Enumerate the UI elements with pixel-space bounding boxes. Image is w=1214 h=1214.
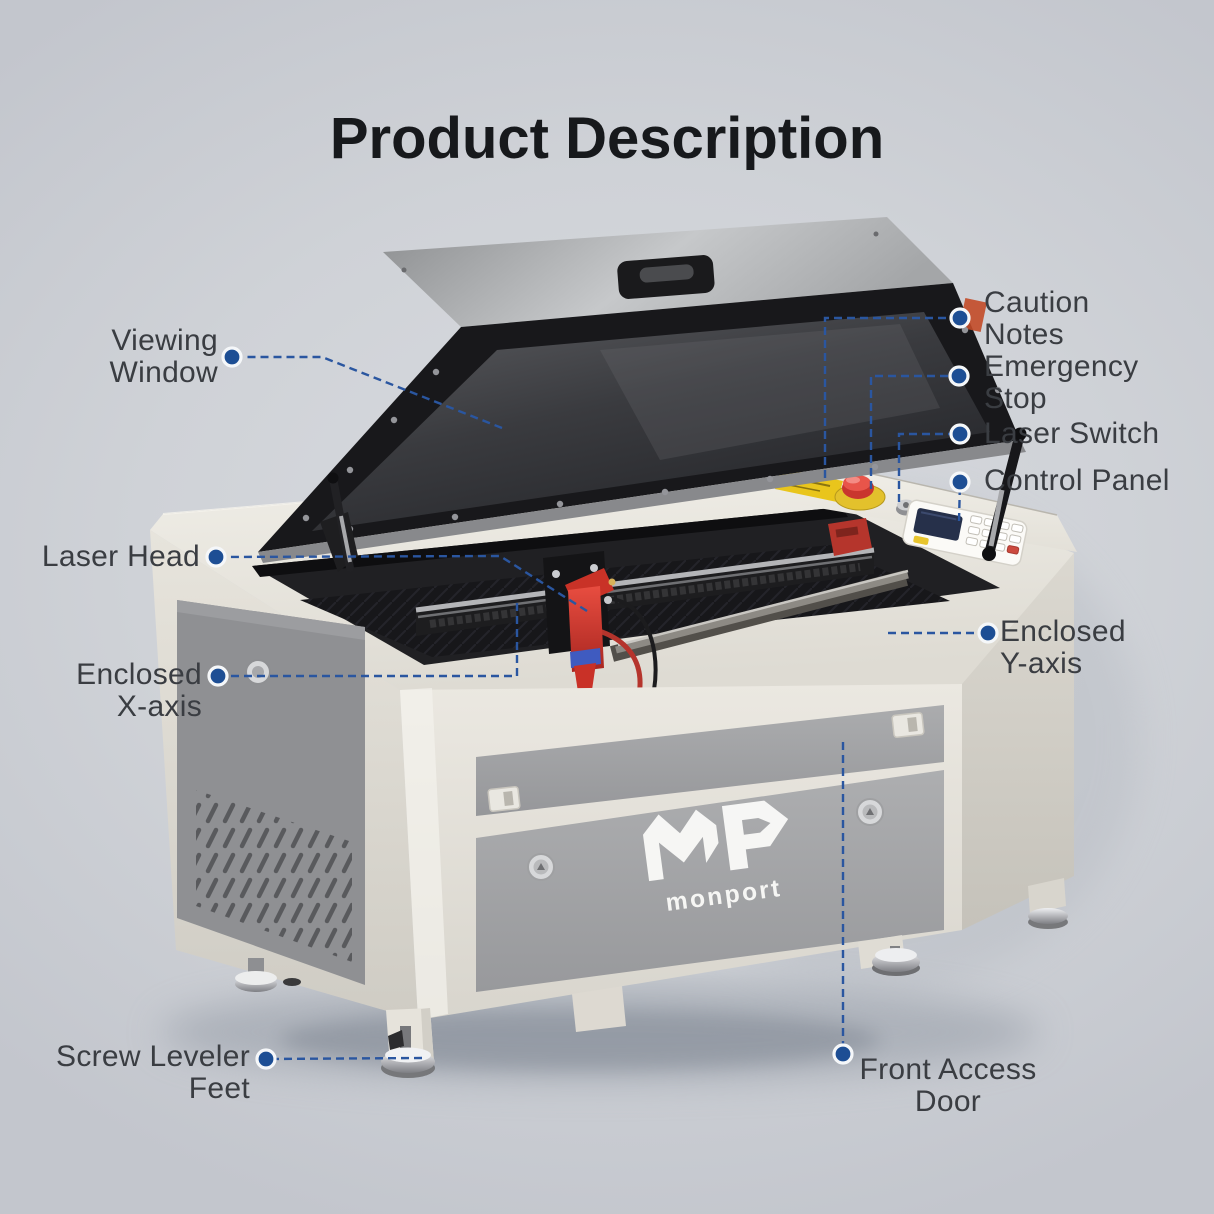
callout-control-panel-line1: Control Panel [984,464,1170,497]
callout-caution-notes: Caution Notes [984,287,1090,351]
callout-viewing-window-line1: Viewing [111,324,218,357]
door-lock-right [856,798,884,826]
callout-enclosed-x-axis-line1: Enclosed [76,658,202,691]
support-block-mid [572,986,626,1032]
y-axis-rail [609,569,909,662]
viewing-window-glass [312,312,990,531]
control-panel-yellow-key [913,535,929,545]
callout-enclosed-y-axis: Enclosed Y-axis [1000,616,1126,680]
callout-emergency-stop-line1: Emergency [984,350,1139,383]
page-title: Product Description [329,105,885,171]
x-axis-gantry [415,518,875,636]
leader-screw-leveler-feet [255,1048,423,1070]
screw-leveler-foot-back-right [1028,878,1068,929]
callout-laser-switch: Laser Switch [984,418,1159,450]
monport-logo-mark [642,800,789,882]
callout-front-access-door-line1: Front Access [859,1053,1037,1086]
laser-head-blue-ring [570,648,601,668]
glass-reflection [600,324,940,460]
callout-enclosed-y-axis-line2: Y-axis [1000,647,1083,680]
front-access-door-panel: monport [476,770,944,992]
callout-enclosed-x-axis: Enclosed X-axis [76,659,202,723]
control-panel-screen [913,508,963,541]
side-vent-panel [177,600,365,985]
lid-hinge-strip [258,440,1026,563]
screw-leveler-foot-back-left [235,958,301,992]
callout-enclosed-x-axis-line2: X-axis [116,690,202,723]
callout-caution-notes-line2: Notes [984,318,1064,351]
callout-screw-leveler-feet-line1: Screw Leveler [56,1040,250,1073]
interior-back-shadow [252,507,848,577]
callout-viewing-window: Viewing Window [110,325,219,389]
screw-leveler-foot-front-left [381,1008,435,1078]
gas-strut-right [982,427,1027,561]
leader-viewing-window [221,346,503,430]
lid [258,217,1026,572]
front-latch-left [487,785,521,813]
leader-laser-switch [897,423,971,502]
callout-enclosed-y-axis-line1: Enclosed [1000,615,1126,648]
side-vents [196,790,352,962]
callout-viewing-window-line2: Window [109,356,218,389]
callout-front-access-door: Front Access Door [852,1054,1044,1118]
leader-caution-notes [823,307,971,478]
lid-frame-bolts [302,326,1002,533]
gas-strut-left [327,472,354,572]
callout-caution-notes-line1: Caution [984,286,1090,319]
front-upper-strip [476,705,944,816]
machine-right-side [962,553,1074,930]
leader-control-panel [949,471,971,522]
emergency-stop-button [834,475,886,511]
front-corner-highlight [400,688,448,1020]
callout-laser-switch-line1: Laser Switch [984,417,1160,450]
gantry-motor-red [828,518,872,556]
callout-emergency-stop: Emergency Stop [984,351,1138,415]
leader-front-access-door [832,742,854,1065]
leader-laser-head [205,546,588,613]
callout-screw-leveler-feet-line2: Feet [188,1072,250,1105]
leader-emergency-stop [869,365,970,489]
leader-enclosed-y-axis [888,622,999,644]
front-latch-right [891,711,925,739]
leader-enclosed-x-axis [207,603,519,687]
door-lock-left [527,853,555,881]
screw-leveler-foot-front-right [858,935,920,976]
callout-screw-leveler-feet: Screw Leveler Feet [56,1041,250,1105]
callout-laser-head: Laser Head [42,541,200,573]
callout-emergency-stop-line2: Stop [984,382,1047,415]
callout-front-access-door-line2: Door [914,1085,982,1118]
callout-control-panel: Control Panel [984,465,1170,497]
laser-nozzle [574,663,596,692]
callout-laser-head-line1: Laser Head [41,540,200,573]
lid-handle [617,255,715,299]
